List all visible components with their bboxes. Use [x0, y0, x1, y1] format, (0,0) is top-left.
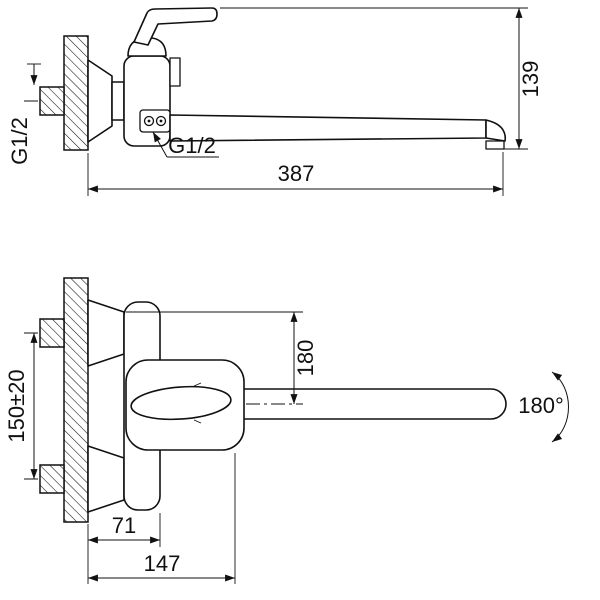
wall-section-front — [63, 277, 89, 523]
spout-front — [199, 388, 507, 420]
handle-collar-lines — [193, 382, 202, 424]
cartridge-pin — [169, 57, 181, 87]
dimension-147: 147 — [88, 453, 236, 584]
dimension-71: 71 — [87, 513, 161, 584]
dim-text-180: 180 — [293, 340, 318, 377]
knurl-dot-1 — [147, 119, 151, 123]
front-view: 180 150±20 180° 71 147 — [4, 277, 569, 584]
handle-lever-side — [133, 7, 218, 46]
escutcheon-side — [87, 59, 113, 143]
wall-section-side — [63, 35, 89, 151]
dimension-180: 180 — [126, 311, 318, 405]
dimension-150-20: 150±20 — [4, 333, 38, 479]
inlet-nipple-side — [39, 86, 65, 116]
dim-text-147: 147 — [144, 551, 181, 576]
leader-line — [152, 131, 168, 158]
dim-text-387: 387 — [278, 161, 315, 186]
spout-tube-side — [169, 114, 487, 142]
inlet-nipple-top — [39, 318, 65, 348]
dim-text-139: 139 — [518, 61, 543, 98]
dim-text-71: 71 — [112, 513, 136, 538]
thread-text-wall: G1/2 — [7, 117, 32, 165]
label-spout-thread: G1/2 — [152, 131, 219, 158]
escutcheon-front-bottom — [87, 445, 125, 513]
swivel-annotation: 180° — [518, 371, 569, 443]
dimension-139: 139 — [220, 7, 543, 150]
escutcheon-front-top — [87, 299, 125, 367]
thread-text-spout: G1/2 — [168, 133, 216, 158]
spout-tip — [485, 119, 507, 142]
dim-text-150: 150±20 — [4, 369, 29, 442]
swivel-arc-arrow — [551, 371, 569, 443]
inlet-nipple-bottom — [39, 464, 65, 494]
swivel-text: 180° — [518, 393, 564, 418]
handle-front — [130, 385, 232, 421]
mounting-nut-side — [111, 81, 125, 121]
label-wall-thread: G1/2 — [7, 63, 41, 165]
dimension-387: 387 — [87, 152, 504, 196]
aerator — [485, 140, 505, 150]
side-view: 139 387 G1/2 G1/2 — [7, 7, 543, 196]
knurl-dot-2 — [159, 119, 163, 123]
